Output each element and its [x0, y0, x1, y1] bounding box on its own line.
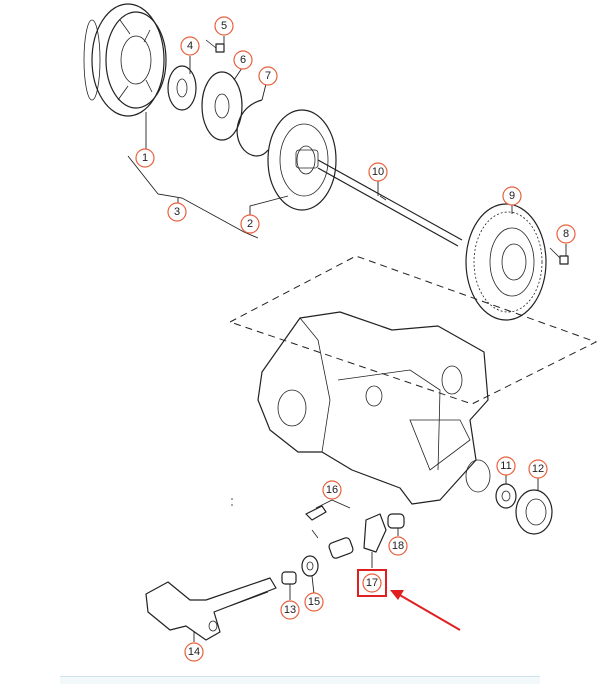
callout-7-label: 7: [265, 70, 271, 82]
bottom-scroll-bar: [60, 676, 540, 684]
callout-2-label: 2: [247, 218, 253, 230]
spring-plate-4: [167, 65, 197, 111]
callout-13-label: 13: [284, 604, 296, 616]
callout-10-label: 10: [372, 166, 384, 178]
assembly-plane: [228, 255, 598, 405]
callout-14: 14: [184, 642, 204, 662]
leader-lines: [127, 36, 567, 642]
callout-8: 8: [556, 224, 576, 244]
bush-13: [281, 571, 297, 585]
callout-13: 13: [280, 600, 300, 620]
highlight-arrow: [390, 590, 461, 631]
callout-4: 4: [180, 36, 200, 56]
callout-1: 1: [135, 148, 155, 168]
callout-9: 9: [502, 186, 522, 206]
callout-6: 6: [233, 50, 253, 70]
bolt-8: [549, 247, 569, 265]
callout-16: 16: [322, 480, 342, 500]
callout-18: 18: [388, 536, 408, 556]
bearing-15: [301, 555, 319, 577]
clutch-disc: [267, 109, 337, 211]
callout-14-label: 14: [188, 646, 200, 658]
release-shaft-14: [145, 577, 277, 641]
gearbox-housing: [257, 311, 491, 505]
callout-7: 7: [258, 66, 278, 86]
highlight-box-17: [357, 569, 387, 597]
push-rod: [317, 159, 463, 247]
callout-11-label: 11: [500, 460, 511, 472]
flywheel-ring-gear: [465, 203, 547, 321]
callout-16-label: 16: [326, 484, 338, 496]
callout-10: 10: [368, 162, 388, 182]
bearing-11: [495, 483, 517, 509]
callout-3: 3: [167, 202, 187, 222]
callout-4-label: 4: [187, 40, 193, 52]
callout-12: 12: [528, 459, 548, 479]
circlip-7: [236, 99, 269, 157]
callout-15-label: 15: [308, 596, 320, 608]
callout-15: 15: [304, 592, 324, 612]
callout-9-label: 9: [509, 190, 515, 202]
bush-16: [328, 537, 354, 559]
callout-2: 2: [240, 214, 260, 234]
bush-18: [387, 513, 405, 529]
callout-5: 5: [214, 16, 234, 36]
callout-6-label: 6: [240, 54, 246, 66]
callout-5-label: 5: [221, 20, 227, 32]
pressure-plate: [83, 3, 167, 117]
intermediate-plate-6: [201, 71, 243, 141]
bolt-5: [205, 39, 225, 53]
callout-12-label: 12: [532, 463, 544, 475]
retaining-clip-16: [305, 505, 327, 539]
seal-12: [515, 489, 553, 535]
callout-11: 11: [496, 456, 516, 476]
callout-1-label: 1: [142, 152, 148, 164]
callout-17-label: 17: [366, 577, 378, 589]
release-lever-17: [363, 513, 387, 553]
callout-3-label: 3: [174, 206, 180, 218]
callout-8-label: 8: [563, 228, 569, 240]
callout-18-label: 18: [392, 540, 404, 552]
callout-17: 17: [362, 573, 382, 593]
